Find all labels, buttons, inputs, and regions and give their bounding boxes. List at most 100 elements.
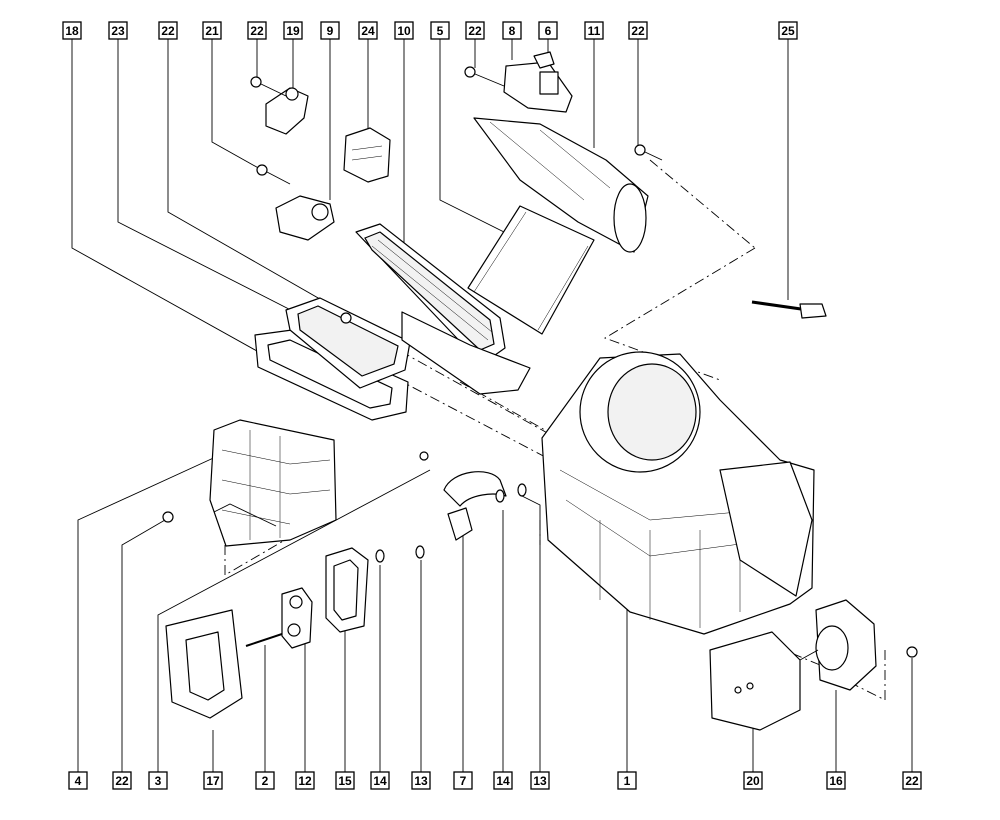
callout-bottom-8: 13 <box>411 771 431 790</box>
callout-bottom-11: 13 <box>530 771 550 790</box>
callout-top-14: 22 <box>628 21 648 40</box>
callout-box <box>320 21 340 40</box>
callout-number: 9 <box>327 24 334 38</box>
callout-box <box>628 21 648 40</box>
callout-top-10: 22 <box>465 21 485 40</box>
callout-top-3: 21 <box>202 21 222 40</box>
callout-number: 23 <box>111 24 125 38</box>
callout-number: 4 <box>75 774 82 788</box>
callout-number: 22 <box>631 24 645 38</box>
callout-box <box>411 771 431 790</box>
callout-box <box>295 771 315 790</box>
callouts-bottom: 4 22 3 17 2 12 15 14 13 7 14 13 1 20 16 22 <box>68 771 922 790</box>
callout-box <box>778 21 798 40</box>
part-9-actuator <box>275 195 335 241</box>
callout-top-11: 8 <box>502 21 522 40</box>
leader-lines <box>71 38 913 772</box>
callout-box <box>148 771 168 790</box>
callout-box <box>394 21 414 40</box>
part-3-bracket <box>213 503 277 527</box>
callout-number: 14 <box>496 774 510 788</box>
screws <box>162 66 918 658</box>
callout-box <box>108 21 128 40</box>
callout-bottom-15: 22 <box>902 771 922 790</box>
callout-box <box>158 21 178 40</box>
part-18-seal <box>254 329 409 421</box>
callout-top-8: 10 <box>394 21 414 40</box>
part-17-seal <box>165 609 243 719</box>
callout-number: 5 <box>437 24 444 38</box>
callout-number: 22 <box>905 774 919 788</box>
callout-bottom-1: 22 <box>112 771 132 790</box>
callout-bottom-3: 17 <box>203 771 223 790</box>
callout-top-7: 24 <box>358 21 378 40</box>
part-23-heater-matrix <box>285 297 411 389</box>
part-7-expansion-valve <box>419 451 507 541</box>
callout-number: 15 <box>338 774 352 788</box>
callout-box <box>465 21 485 40</box>
callout-box <box>453 771 473 790</box>
callout-top-2: 22 <box>158 21 178 40</box>
part-11-air-duct <box>473 117 649 253</box>
callout-number: 2 <box>262 774 269 788</box>
callout-top-0: 18 <box>62 21 82 40</box>
callout-box <box>202 21 222 40</box>
part-24-resistor <box>343 127 391 183</box>
part-2-screw <box>245 633 283 647</box>
part-20-blower-cover <box>709 631 801 731</box>
part-15-seal <box>325 547 369 633</box>
callout-bottom-5: 12 <box>295 771 315 790</box>
callout-number: 16 <box>829 774 843 788</box>
callout-top-6: 9 <box>320 21 340 40</box>
callout-box <box>247 21 267 40</box>
callout-number: 14 <box>373 774 387 788</box>
callout-number: 7 <box>460 774 467 788</box>
callout-top-1: 23 <box>108 21 128 40</box>
callout-number: 11 <box>588 24 601 38</box>
callout-box <box>617 771 637 790</box>
part-25-temperature-probe <box>751 300 827 319</box>
callout-box <box>493 771 513 790</box>
callout-box <box>584 21 604 40</box>
callout-bottom-6: 15 <box>335 771 355 790</box>
callout-bottom-0: 4 <box>68 771 88 790</box>
callout-number: 22 <box>161 24 175 38</box>
callout-number: 25 <box>781 24 795 38</box>
callout-number: 13 <box>533 774 547 788</box>
callout-number: 24 <box>361 24 375 38</box>
part-1-heater-housing <box>541 351 815 635</box>
callout-box <box>538 21 558 40</box>
callout-bottom-4: 2 <box>255 771 275 790</box>
callout-number: 18 <box>65 24 79 38</box>
callout-box <box>530 771 550 790</box>
callout-number: 22 <box>468 24 482 38</box>
callout-box <box>826 771 846 790</box>
callout-top-5: 19 <box>283 21 303 40</box>
part-10-evaporator <box>355 223 531 395</box>
callout-bottom-10: 14 <box>493 771 513 790</box>
callout-box <box>62 21 82 40</box>
callout-number: 8 <box>509 24 516 38</box>
callout-box <box>112 771 132 790</box>
callout-bottom-13: 20 <box>743 771 763 790</box>
callout-bottom-2: 3 <box>148 771 168 790</box>
callout-number: 1 <box>624 774 631 788</box>
part-16-blower-motor <box>799 599 877 691</box>
part-4-housing-cover <box>209 419 337 547</box>
callout-bottom-9: 7 <box>453 771 473 790</box>
callout-number: 22 <box>250 24 264 38</box>
callout-box <box>430 21 450 40</box>
o-rings <box>375 483 527 563</box>
callout-box <box>502 21 522 40</box>
callout-number: 22 <box>115 774 129 788</box>
callout-number: 3 <box>155 774 162 788</box>
part-6-clip <box>533 51 555 69</box>
callout-box <box>370 771 390 790</box>
callout-top-9: 5 <box>430 21 450 40</box>
callout-number: 10 <box>397 24 411 38</box>
callout-box <box>902 771 922 790</box>
callout-box <box>283 21 303 40</box>
callout-box <box>203 771 223 790</box>
callout-number: 21 <box>205 24 219 38</box>
